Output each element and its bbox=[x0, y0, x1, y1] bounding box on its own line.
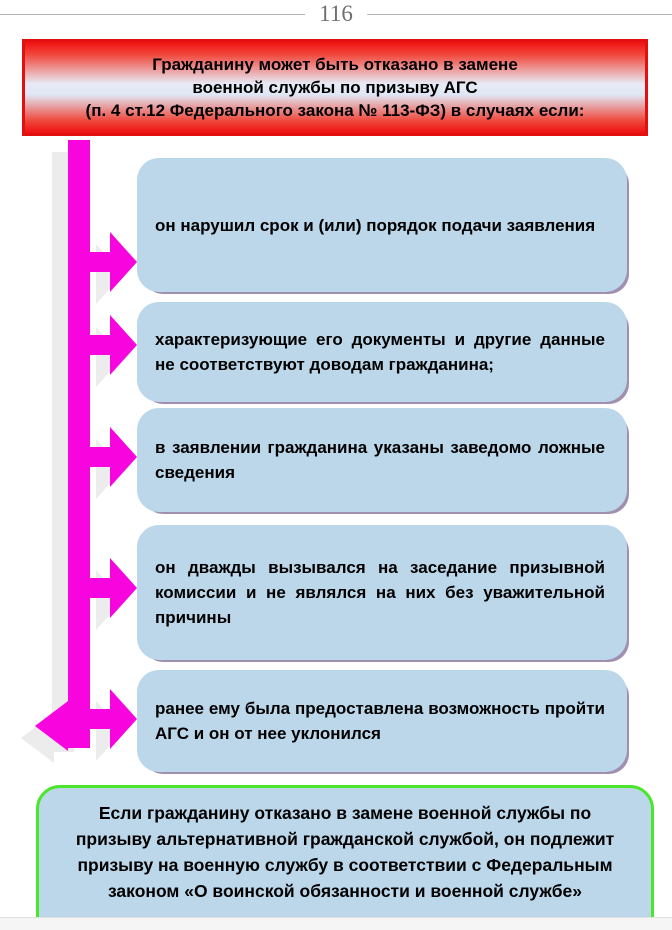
page-break-strip bbox=[0, 917, 672, 930]
arrow-stem bbox=[88, 335, 112, 355]
left-arrowhead-icon bbox=[35, 701, 68, 751]
footer-note-text: Если гражданину отказано в замене военно… bbox=[75, 803, 615, 901]
footer-note: Если гражданину отказано в замене военно… bbox=[36, 785, 654, 930]
reason-text-2: характеризующие его документы и другие д… bbox=[155, 330, 605, 374]
page-number: 116 bbox=[305, 1, 367, 27]
title-line-2: военной службы по призыву АГС bbox=[192, 78, 478, 97]
right-arrowhead-icon bbox=[110, 232, 137, 292]
arrow-stem bbox=[88, 578, 112, 598]
reason-box-2: характеризующие его документы и другие д… bbox=[137, 302, 627, 402]
arrow-stem bbox=[88, 447, 112, 467]
title-line-3: (п. 4 ст.12 Федерального закона № 113-ФЗ… bbox=[85, 101, 585, 120]
reason-text-3: в заявлении гражданина указаны заведомо … bbox=[155, 438, 605, 482]
right-arrowhead-icon bbox=[110, 689, 137, 749]
right-arrowhead-icon bbox=[110, 558, 137, 618]
right-arrowhead-icon bbox=[110, 427, 137, 487]
reason-text-1: он нарушил срок и (или) порядок подачи з… bbox=[155, 215, 596, 235]
reason-text-4: он дважды вызывался на заседание призывн… bbox=[155, 558, 605, 627]
right-arrowhead-icon bbox=[110, 315, 137, 375]
arrow-stem bbox=[88, 252, 112, 272]
title-line-1: Гражданину может быть отказано в замене bbox=[152, 55, 518, 74]
reason-text-5: ранее ему была предоставлена возможность… bbox=[155, 699, 605, 743]
reason-box-5: ранее ему была предоставлена возможность… bbox=[137, 670, 627, 772]
arrow-stem bbox=[88, 709, 112, 729]
reason-box-4: он дважды вызывался на заседание призывн… bbox=[137, 525, 627, 660]
connector-bar bbox=[68, 140, 90, 748]
title-banner: Гражданину может быть отказано в замене … bbox=[22, 39, 648, 136]
reason-box-3: в заявлении гражданина указаны заведомо … bbox=[137, 408, 627, 512]
reason-box-1: он нарушил срок и (или) порядок подачи з… bbox=[137, 158, 627, 292]
